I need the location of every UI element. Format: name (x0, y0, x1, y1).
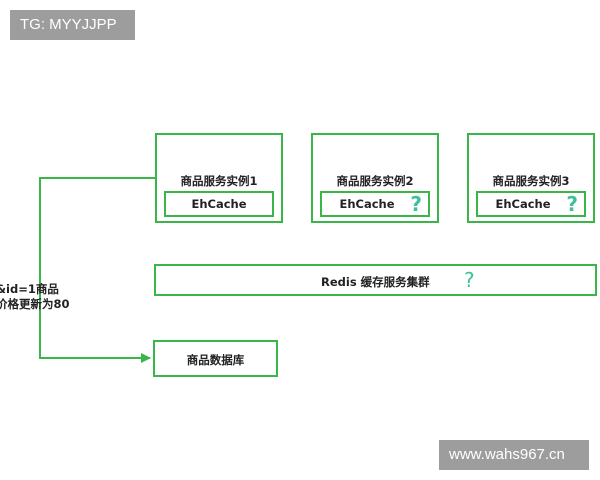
instance-title: 商品服务实例1 (180, 174, 258, 188)
ehcache-box: EhCache ? (476, 191, 586, 217)
watermark-bottom: www.wahs967.cn (439, 440, 589, 470)
update-note-line2: 价格更新为80 (0, 297, 70, 311)
service-instance-1: 商品服务实例1 EhCache (155, 133, 283, 223)
instance-title: 商品服务实例2 (336, 174, 414, 188)
update-note-line1: &id=1商品 (0, 282, 59, 296)
redis-cluster-label: Redis 缓存服务集群 (321, 275, 430, 289)
service-instance-3: 商品服务实例3 EhCache ? (467, 133, 595, 223)
product-database-box: 商品数据库 (153, 340, 278, 377)
redis-cluster-box: Redis 缓存服务集群 ? (154, 264, 597, 296)
ehcache-box: EhCache ? (320, 191, 430, 217)
ehcache-label: EhCache (191, 197, 247, 211)
update-flow-line (39, 177, 155, 363)
question-mark-icon: ? (464, 268, 475, 292)
question-mark-icon: ? (566, 192, 578, 216)
instance-title: 商品服务实例3 (492, 174, 570, 188)
watermark-top: TG: MYYJJPP (10, 10, 135, 40)
product-database-label: 商品数据库 (186, 353, 245, 367)
ehcache-box: EhCache (164, 191, 274, 217)
question-mark-icon: ? (410, 192, 422, 216)
ehcache-label: EhCache (495, 197, 551, 211)
service-instance-2: 商品服务实例2 EhCache ? (311, 133, 439, 223)
ehcache-label: EhCache (339, 197, 395, 211)
